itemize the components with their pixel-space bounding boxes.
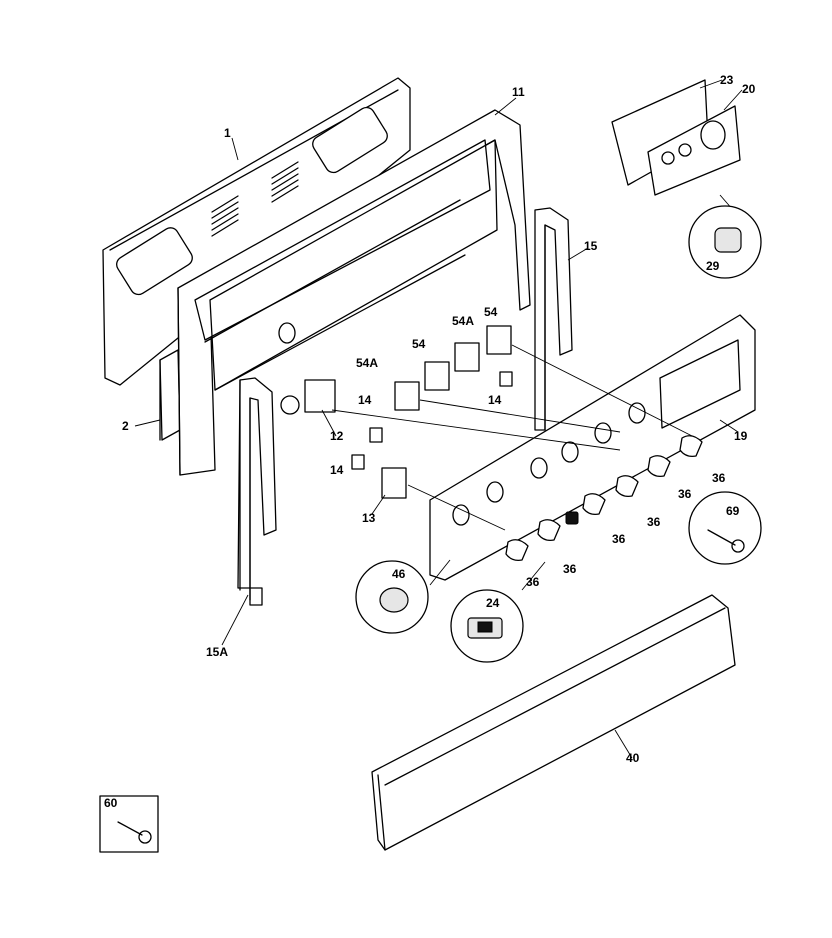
label-40: 40 [626,751,640,765]
label-11: 11 [512,85,525,99]
left-bracket-part-2 [159,349,181,441]
component-12 [280,379,336,415]
knobs-part-36 [505,435,703,562]
callout-29-knob [688,205,762,279]
label-12: 12 [330,429,344,443]
callout-69-screw [688,491,762,565]
label-36-a: 36 [526,575,540,589]
label-24: 24 [486,596,500,610]
clock-assembly-part-20-23 [611,79,741,196]
label-15: 15 [584,239,598,253]
label-15a: 15A [206,645,228,659]
label-14-c: 14 [488,393,502,407]
lower-trim-part-40 [371,594,736,851]
left-bracket-part-15a [237,377,277,606]
knob-holes [452,402,646,526]
right-bracket-part-15 [534,207,573,431]
callout-24-rocker [450,589,524,663]
label-36-d: 36 [647,515,661,529]
label-36-c: 36 [612,532,626,546]
label-36-e: 36 [678,487,692,501]
backguard-frame-part-11 [177,109,531,476]
label-54a-a: 54A [356,356,378,370]
component-54-left [424,361,450,391]
control-panel-part-19 [429,314,756,581]
component-14 [351,371,513,470]
label-20: 20 [742,82,756,96]
label-13: 13 [362,511,376,525]
label-36-b: 36 [563,562,577,576]
component-13 [381,467,407,499]
component-54a-left [394,381,420,411]
label-36-f: 36 [712,471,726,485]
vent-slots-left [211,195,239,237]
callout-60-screw-box [99,795,159,853]
component-54a-right [454,342,480,372]
vent-slots-right [271,161,299,203]
label-54-b: 54 [484,305,498,319]
label-29: 29 [706,259,720,273]
callout-46-button [355,560,429,634]
label-23: 23 [720,73,734,87]
label-2: 2 [122,419,129,433]
label-14-a: 14 [358,393,372,407]
label-46: 46 [392,567,406,581]
label-leaders [134,79,743,759]
label-1: 1 [224,126,231,140]
label-69: 69 [726,504,740,518]
label-19: 19 [734,429,748,443]
label-54a-b: 54A [452,314,474,328]
component-54-right [486,325,512,355]
label-54-a: 54 [412,337,426,351]
label-60: 60 [104,796,118,810]
label-14-b: 14 [330,463,344,477]
